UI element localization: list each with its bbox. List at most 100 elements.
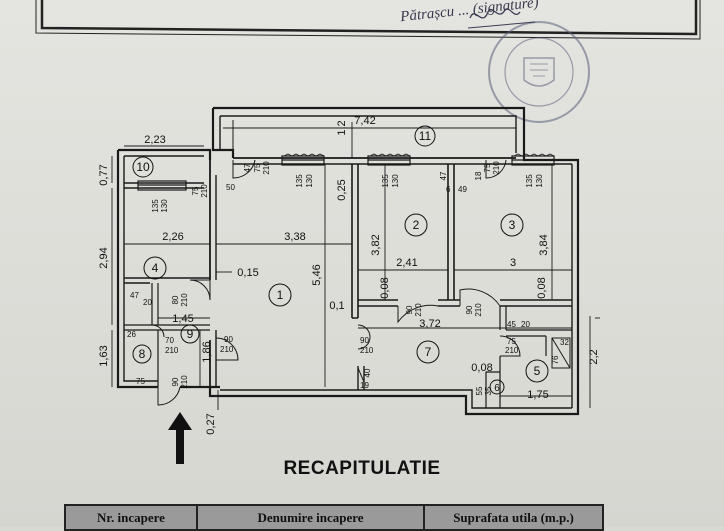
top-frame bbox=[35, 0, 701, 40]
svg-text:135: 135 bbox=[295, 174, 304, 188]
svg-text:8: 8 bbox=[139, 347, 146, 361]
room-label-8: 8 bbox=[132, 344, 152, 364]
dim-0-08-a: 0,08 bbox=[379, 277, 391, 298]
svg-text:18: 18 bbox=[474, 171, 483, 180]
dim-3-82: 3,82 bbox=[370, 234, 382, 255]
dim-2-2: 2,2 bbox=[588, 349, 600, 364]
dim-1-2: 1,2 bbox=[336, 120, 348, 135]
dim-3-84: 3,84 bbox=[538, 234, 550, 255]
svg-text:210: 210 bbox=[492, 161, 501, 175]
dimension-lines bbox=[111, 122, 600, 410]
svg-text:47: 47 bbox=[439, 171, 448, 180]
svg-text:32: 32 bbox=[560, 338, 569, 347]
svg-text:47: 47 bbox=[130, 291, 139, 300]
room-label-7: 7 bbox=[416, 340, 440, 364]
dim-1-86: 1,86 bbox=[201, 341, 213, 362]
svg-text:4: 4 bbox=[152, 261, 159, 275]
svg-text:135: 135 bbox=[525, 174, 534, 188]
svg-text:40: 40 bbox=[363, 368, 372, 377]
svg-text:20: 20 bbox=[521, 320, 530, 329]
svg-text:75: 75 bbox=[507, 337, 516, 346]
svg-text:75: 75 bbox=[253, 163, 262, 172]
room-label-6: 6 bbox=[489, 379, 505, 395]
svg-text:35: 35 bbox=[484, 386, 493, 395]
dim-0-77: 0,77 bbox=[98, 164, 110, 185]
room-label-4: 4 bbox=[143, 256, 167, 280]
svg-text:75: 75 bbox=[136, 377, 145, 386]
svg-text:11: 11 bbox=[419, 129, 432, 143]
svg-text:135: 135 bbox=[151, 199, 160, 213]
room-label-10: 10 bbox=[132, 156, 154, 178]
dim-5-46: 5,46 bbox=[311, 264, 323, 285]
svg-text:9: 9 bbox=[187, 327, 194, 341]
header-room-name: Denumire incapere bbox=[196, 504, 425, 531]
dim-0-27: 0,27 bbox=[205, 413, 217, 434]
svg-text:50: 50 bbox=[226, 183, 235, 192]
hatch bbox=[357, 337, 571, 409]
floor-plan: 10 11 4 1 2 3 9 8 7 5 6 7,42 2,23 2,26 3… bbox=[35, 0, 701, 464]
dim-0-08-c: 0,08 bbox=[471, 362, 492, 374]
svg-text:10: 10 bbox=[136, 160, 150, 174]
svg-text:135: 135 bbox=[381, 174, 390, 188]
dim-3: 3 bbox=[510, 257, 516, 269]
room-label-2: 2 bbox=[404, 213, 428, 237]
room-label-5: 5 bbox=[525, 359, 549, 383]
svg-text:130: 130 bbox=[535, 174, 544, 188]
recap-title: RECAPITULATIE bbox=[283, 458, 441, 479]
svg-text:130: 130 bbox=[160, 199, 169, 213]
svg-text:210: 210 bbox=[474, 303, 483, 317]
dimension-texts: 7,42 2,23 2,26 3,38 0,15 2,41 3 0,1 3,72… bbox=[98, 115, 600, 435]
dim-0-1: 0,1 bbox=[329, 300, 344, 312]
room-label-9: 9 bbox=[180, 324, 200, 344]
svg-text:1: 1 bbox=[277, 288, 284, 302]
door-swings bbox=[151, 159, 521, 406]
dim-1-45: 1,45 bbox=[172, 313, 193, 325]
svg-text:70: 70 bbox=[165, 336, 174, 345]
svg-text:6: 6 bbox=[446, 185, 451, 194]
dim-1-63: 1,63 bbox=[98, 345, 110, 366]
svg-text:20: 20 bbox=[143, 298, 152, 307]
table-header-row: Nr. incapere Denumire incapere Suprafata… bbox=[64, 504, 604, 531]
dim-3-72: 3,72 bbox=[419, 318, 440, 330]
svg-text:5: 5 bbox=[534, 364, 541, 378]
dim-0-25: 0,25 bbox=[336, 179, 348, 200]
dim-2-23: 2,23 bbox=[144, 134, 165, 146]
svg-text:47: 47 bbox=[243, 163, 252, 172]
svg-text:26: 26 bbox=[127, 330, 136, 339]
svg-text:90: 90 bbox=[405, 305, 414, 314]
dim-2-94: 2,94 bbox=[98, 247, 110, 268]
svg-text:210: 210 bbox=[165, 346, 179, 355]
svg-text:75: 75 bbox=[483, 163, 492, 172]
dim-0-08-b: 0,08 bbox=[536, 277, 548, 298]
header-room-number: Nr. incapere bbox=[64, 504, 198, 531]
svg-text:130: 130 bbox=[391, 174, 400, 188]
svg-text:90: 90 bbox=[465, 305, 474, 314]
svg-text:7: 7 bbox=[425, 345, 432, 359]
svg-text:210: 210 bbox=[200, 184, 209, 198]
svg-text:210: 210 bbox=[220, 345, 234, 354]
svg-text:80: 80 bbox=[171, 295, 180, 304]
room-labels: 10 11 4 1 2 3 9 8 7 5 6 bbox=[132, 125, 549, 395]
svg-text:75: 75 bbox=[191, 186, 200, 195]
svg-text:45: 45 bbox=[507, 320, 516, 329]
svg-text:76: 76 bbox=[551, 355, 560, 364]
dim-2-41: 2,41 bbox=[396, 257, 417, 269]
room-label-11: 11 bbox=[414, 125, 436, 147]
svg-text:3: 3 bbox=[509, 218, 516, 232]
signature-scribble bbox=[467, 8, 536, 29]
svg-text:210: 210 bbox=[262, 161, 271, 175]
svg-text:90: 90 bbox=[171, 377, 180, 386]
dim-3-38: 3,38 bbox=[284, 231, 305, 243]
svg-text:49: 49 bbox=[458, 185, 467, 194]
svg-text:90: 90 bbox=[360, 336, 369, 345]
dim-2-26: 2,26 bbox=[162, 231, 183, 243]
svg-text:210: 210 bbox=[414, 303, 423, 317]
dim-0-15: 0,15 bbox=[237, 267, 258, 279]
svg-text:2: 2 bbox=[413, 218, 420, 232]
walls bbox=[116, 106, 580, 416]
entrance-arrow-icon bbox=[168, 412, 192, 464]
dim-7-42: 7,42 bbox=[354, 115, 375, 127]
room-label-3: 3 bbox=[500, 213, 524, 237]
opening-labels: 135 130 135 130 135 130 135 130 75 210 4… bbox=[127, 161, 569, 396]
